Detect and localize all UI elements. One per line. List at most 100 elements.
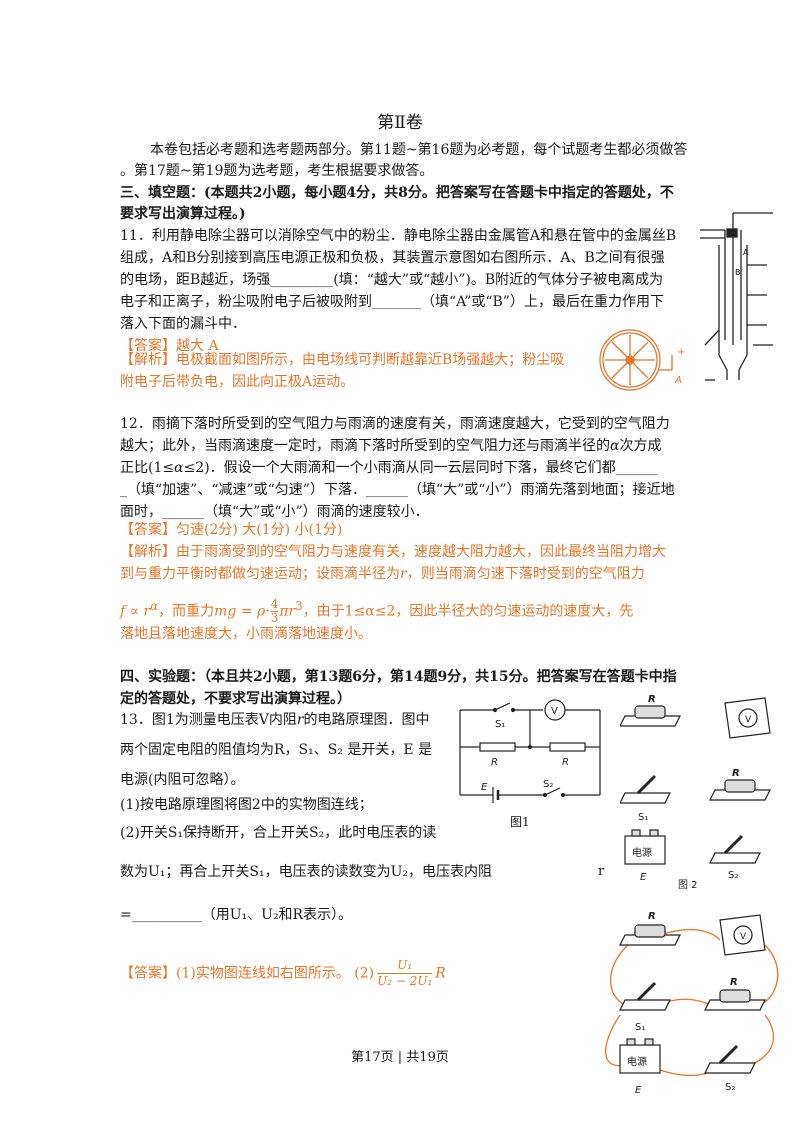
radius-symbol: r xyxy=(296,712,304,728)
part-label-source: 电源 xyxy=(632,846,652,859)
part-label-e: E xyxy=(640,872,647,883)
fraction-denominator: 3 xyxy=(270,611,279,626)
radius-symbol: r xyxy=(400,566,407,582)
q11-analysis-1: 【解析】电极截面如图所示，由电场线可判断越靠近B场强越大；粉尘吸 xyxy=(120,350,564,370)
page-title: 第Ⅱ卷 xyxy=(377,113,423,133)
section3-heading-1: 三、填空题：(本题共2小题，每小题4分，共8分。把答案写在答题卡中指定的答题处，… xyxy=(120,185,674,201)
intro-line-2: 。第17题~第19题为选考题，考生根据要求做答。 xyxy=(120,163,434,179)
section4-heading-2: 定的答题处，不要求写出演算过程。） xyxy=(120,691,351,707)
q12-analysis-1: 【解析】由于雨滴受到的空气阻力与速度有关，速度越大阻力越大，因此最终当阻力增大 xyxy=(120,542,666,562)
diagram-label-a: A xyxy=(743,248,749,257)
q12-line-1: 12．雨摘下落时所受到的空气阻力与雨滴的速度有关，雨滴速度越大，它受到的空气阻力 xyxy=(120,416,670,432)
circuit-label-s1: S₁ xyxy=(495,719,505,730)
q11-answer: 【答案】越大 A xyxy=(120,336,219,356)
section4-heading-1: 四、实验题：（本且共2小题，第13题6分，第14题9分，共15分。把答案写在答题… xyxy=(120,669,677,685)
q13-line-1-end: 的电路原理图．图中 xyxy=(303,712,430,728)
q13-line-4: (1)按电路原理图将图2中的实物图连线； xyxy=(120,797,373,813)
q13-line-3: 电源(内阻可忽略）。 xyxy=(120,772,245,788)
diagram-label-b: B xyxy=(735,268,741,277)
wired-label-source: 电源 xyxy=(627,1055,647,1068)
part-label-s2: S₂ xyxy=(728,870,738,881)
figure-2-caption: 图 2 xyxy=(678,879,698,891)
answer-tag: 【答案】 xyxy=(120,338,176,354)
q12-line-3: 正比(1≤α≤2)．假设一个大雨滴和一个小雨滴从同一云层同时下落，最终它们都__… xyxy=(120,458,658,478)
q12-line-2: 越大；此外，当雨滴速度一定时，雨滴下落时所受到的空气阻力还与雨滴半径的α次方成 xyxy=(120,436,661,456)
q12-analysis-4: 落地且落地速度大，小雨滴落地速度小。 xyxy=(120,626,372,642)
wired-voltmeter-label: V xyxy=(740,932,747,942)
q13-line-1: 13．图1为测量电压表V内阻r的电路原理图．图中 xyxy=(120,710,430,730)
wired-label-s2: S₂ xyxy=(725,1082,735,1093)
part-label-r: R xyxy=(648,694,656,705)
q11-analysis-text-1: 电极截面如图所示，由电场线可判断越靠近B场强越大；粉尘吸 xyxy=(176,352,565,368)
gravity-formula: mg = ρ· xyxy=(214,603,270,620)
q13-line-7: =__________（用U₁、U₂和R表示）。 xyxy=(120,907,353,923)
q13-line-2: 两个固定电阻的阻值均为R，S₁、S₂ 是开关，E 是 xyxy=(120,742,433,758)
diagram-label-dust: A xyxy=(674,375,682,386)
q11-line-1: 11．利用静电除尘器可以消除空气中的粉尘．静电除尘器由金属管A和悬在管中的金属丝… xyxy=(120,228,677,244)
q13-line-1-text: 13．图1为测量电压表V内阻 xyxy=(120,712,297,728)
wired-circuit-answer-diagram: R V S₁ R 电源 E S₂ xyxy=(604,911,779,1096)
q12-answer: 【答案】匀速(2分) 大(1分) 小(1分) xyxy=(120,520,342,540)
answer-numerator: U₁ xyxy=(377,958,433,974)
q12-line-5: 面时，______（填“大”或“小”）雨滴的速度较小． xyxy=(120,504,429,520)
wired-label-s1: S₁ xyxy=(635,1022,645,1033)
answer-tag: 【答案】 xyxy=(120,965,176,982)
cube-exponent: 3 xyxy=(295,599,303,613)
circuit-diagram-figure-1: S₁ V R R E S₂ xyxy=(459,699,601,803)
circuit-label-r1: R xyxy=(491,757,498,768)
q11-line-5: 落入下面的漏斗中． xyxy=(120,316,246,332)
wired-label-e: E xyxy=(635,1085,642,1096)
analysis-tag: 【解析】 xyxy=(120,352,176,368)
q11-line-2: 组成，A和B分别接到高压电源正极和负极，其装置示意图如右图所示．A、B之间有很强 xyxy=(120,250,665,266)
answer-tag: 【答案】 xyxy=(120,522,176,538)
q12-line-4: _（填“加速”、“减速”或“匀速”）下落．______（填“大”或“小”）雨滴先… xyxy=(120,482,675,498)
q11-answer-text: 越大 A xyxy=(176,338,219,354)
voltmeter-label: V xyxy=(745,715,752,725)
q12-analysis-2a: 到与重力平衡时都做匀速运动；设雨滴半径为 xyxy=(120,566,400,582)
q12-line-2-text: 越大；此外，当雨滴速度一定时，雨滴下落时所受到的空气阻力还与雨滴半径的 xyxy=(120,438,610,454)
answer-r: R xyxy=(435,965,446,982)
electrostatic-precipitator-diagram: A B xyxy=(700,212,773,381)
wired-label-r: R xyxy=(648,911,656,922)
part-label-r2: R xyxy=(732,768,740,779)
analysis-tag: 【解析】 xyxy=(120,544,176,560)
q12-answer-text: 匀速(2分) 大(1分) 小(1分) xyxy=(176,522,343,538)
q13-line-6-r: r xyxy=(598,864,605,879)
q12-line-2-end: 次方成 xyxy=(619,438,662,454)
intro-line-1: 本卷包括必考题和选考题两部分。第11题~第16题为必考题，每个试题考生都必须做答 xyxy=(150,142,688,158)
q13-line-6: 数为U₁；再合上开关S₁，电压表的读数变为U₂，电压表内阻 xyxy=(120,864,493,880)
physical-components-figure-2: R V S₁ R 电源 E S₂ 图 2 xyxy=(620,694,771,891)
drag-exponent: α xyxy=(150,599,159,613)
q12-line-3-a: 正比(1≤ xyxy=(120,460,175,476)
answer-denominator: U₂ − 2U₁ xyxy=(377,974,433,988)
circuit-label-v: V xyxy=(551,706,558,717)
pi-r-term: πr xyxy=(279,603,296,620)
q13-answer-text: (1)实物图连线如右图所示。 (2) xyxy=(176,965,375,982)
fraction-numerator: 4 xyxy=(270,597,279,613)
q11-line-3: 的电场，距B越近，场强_________(填：“越大”或“越小”)。B附近的气体… xyxy=(120,272,664,288)
section3-heading-2: 要求写出演算过程。) xyxy=(120,206,246,222)
q11-line-4: 电子和正离子，粉尘吸附电子后被吸附到_______（填“A”或“B”）上，最后在… xyxy=(120,294,664,310)
figure-1-caption: 图1 xyxy=(510,815,530,829)
part-label-s1: S₁ xyxy=(638,812,648,823)
q12-analysis-2: 到与重力平衡时都做匀速运动；设雨滴半径为r，则当雨滴匀速下落时受到的空气阻力 xyxy=(120,564,645,584)
q12-analysis-3c: ，由于1≤α≤2，因此半径大的匀速运动的速度大，先 xyxy=(302,603,634,620)
diagram-plus: + xyxy=(677,347,685,358)
electrode-cross-section-diagram: + A xyxy=(599,329,685,391)
alpha-symbol: α xyxy=(174,460,184,476)
alpha-symbol: α xyxy=(610,438,620,454)
circuit-label-e: E xyxy=(481,782,488,793)
page-footer: 第17页 | 共19页 xyxy=(351,1050,449,1065)
q12-analysis-text-1: 由于雨滴受到的空气阻力与速度有关，速度越大阻力越大，因此最终当阻力增大 xyxy=(176,544,666,560)
drag-formula: f ∝ r xyxy=(120,603,151,620)
q12-analysis-2b: ，则当雨滴匀速下落时受到的空气阻力 xyxy=(406,566,645,582)
circuit-label-r2: R xyxy=(562,757,569,768)
wired-label-r2: R xyxy=(730,977,738,988)
q12-line-3-b: ≤2)．假设一个大雨滴和一个小雨滴从同一云层同时下落，最终它们都______ xyxy=(183,460,658,476)
q13-line-5: (2)开关S₁保持断开，合上开关S₂，此时电压表的读 xyxy=(120,825,437,841)
circuit-label-s2: S₂ xyxy=(543,779,553,790)
